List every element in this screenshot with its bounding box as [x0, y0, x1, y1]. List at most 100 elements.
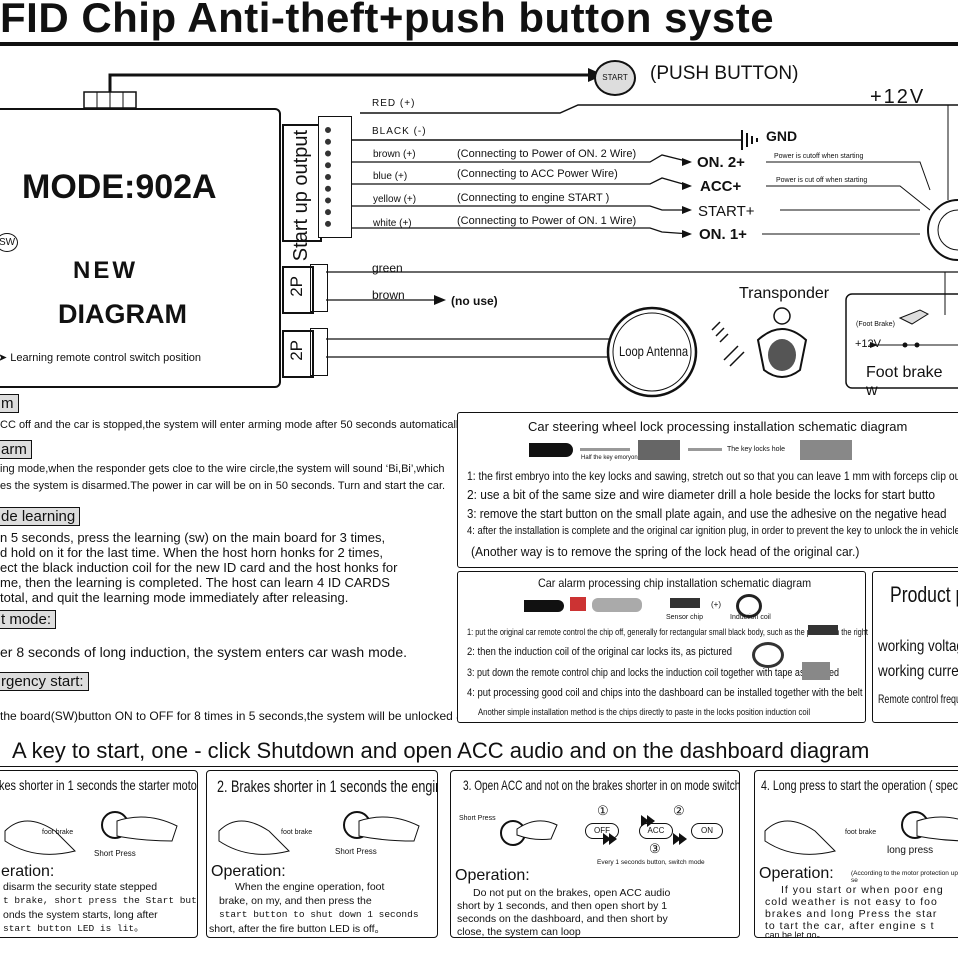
mode-num-1: ① — [597, 803, 609, 818]
section-head-learning: de learning — [0, 507, 81, 526]
alarm-panel-title: Car alarm processing chip installation s… — [538, 576, 812, 590]
wire-yellow-desc: (Connecting to engine START ) — [457, 192, 610, 204]
port-2p-bottom-label: 2P — [287, 340, 306, 361]
section-learning-line-2: d hold on it for the last time. When the… — [0, 545, 383, 560]
module-box — [0, 108, 281, 388]
step-4-op-note: (According to the motor protection up to… — [851, 870, 958, 884]
start-up-output-port: Start up output — [282, 124, 322, 261]
wire-blue-name: blue — [373, 171, 392, 182]
section-head-carwash: t mode: — [0, 610, 57, 629]
hand-press-icon — [116, 816, 178, 842]
hand-press-icon-3 — [516, 820, 558, 840]
wire-black-sign: (-) — [413, 126, 427, 137]
foot-brake-label: Foot brake w — [866, 364, 943, 399]
learn-switch-text: Learning remote control switch position — [10, 352, 202, 364]
alarm-cap-1: Sensor chip — [666, 614, 703, 621]
step-3-line-3: seconds on the dashboard, and then short… — [457, 913, 668, 925]
gnd-label: GND — [766, 128, 798, 144]
signal-icon — [711, 321, 729, 343]
mode-acc-pill: ACC — [639, 823, 673, 839]
yellow-wire — [348, 205, 690, 211]
key-lock-photo-icon — [638, 440, 680, 460]
step-2-line-3: start button to shut down 1 seconds — [219, 909, 419, 920]
arrows-icon-3 — [673, 833, 687, 845]
sensor-chip-icon — [670, 598, 700, 608]
loop-antenna-icon — [606, 306, 698, 398]
alarm-line-4: 4: put processing good coil and chips in… — [467, 687, 863, 699]
alarm-line-2: 2: then the induction coil of the origin… — [467, 646, 733, 658]
foot-brake-12v-label: +12V — [855, 338, 881, 350]
section-head-emergency: rgency start: — [0, 672, 89, 691]
connector-pins — [325, 127, 345, 227]
product-params-panel — [872, 571, 958, 723]
step-2-line-1: When the engine operation, foot — [235, 881, 385, 893]
cutoff-note-2: Power is cut off when starting — [776, 177, 868, 184]
alarm-line-1: 1: put the original car remote control t… — [467, 627, 868, 637]
step-1-box: kes shorter in 1 seconds the starter mot… — [0, 770, 198, 938]
mode-off-pill: OFF — [585, 823, 619, 839]
hand-press-icon-2 — [358, 816, 420, 842]
step-3-op-label: Operation: — [455, 867, 530, 884]
step-3-line-2: short by 1 seconds, and then open short … — [457, 900, 668, 912]
step-1-title: kes shorter in 1 seconds the starter mot… — [0, 777, 198, 793]
module-name: MODE:902A — [22, 168, 217, 206]
start-button-icon: START — [594, 60, 636, 96]
terminal-on2: ON. 2+ — [697, 154, 745, 171]
induction-coil-icon — [736, 594, 762, 618]
step-4-illustration — [764, 811, 958, 855]
loop-antenna-label: Loop Antenna — [619, 343, 689, 359]
key-hole-photo-icon — [800, 440, 852, 460]
alarm-line-3: 3: put down the remote control chip and … — [467, 667, 840, 679]
port-2p-bottom-pins — [310, 328, 328, 376]
wire-white-sign: (+) — [399, 218, 412, 229]
push-button-label: (PUSH BUTTON) — [650, 63, 799, 84]
wire-black-label: BLACK (-) — [372, 126, 427, 137]
wire-white-desc: (Connecting to Power of ON. 1 Wire) — [457, 215, 637, 227]
hand-press-icon-4 — [916, 816, 958, 842]
plus-12v-label: +12V — [870, 86, 926, 108]
wire-yellow-name: yellow — [373, 194, 401, 205]
foot-icon-2 — [218, 820, 290, 855]
pedal-icon — [898, 309, 930, 325]
alarm-hand-icon — [524, 600, 564, 612]
step-4-op-label: Operation: — [759, 865, 834, 882]
port-2p-top: 2P — [282, 266, 314, 314]
step-1-line-3: onds the system starts, long after — [3, 909, 158, 921]
wire-brown-sign: (+) — [403, 149, 416, 160]
section-arming-line-1: CC off and the car is stopped,the system… — [0, 419, 467, 431]
step-3-title: 3. Open ACC and not on the brakes shorte… — [463, 777, 740, 793]
section-learning-line-5: total, and quit the learning mode immedi… — [0, 590, 349, 605]
section-learning-line-4: me, then the learning is completed. The … — [0, 575, 390, 590]
key-blank-icon — [580, 448, 630, 451]
brown-wire — [348, 154, 691, 163]
product-remote: Remote control freque — [878, 692, 958, 706]
steering-panel-title: Car steering wheel lock processing insta… — [528, 419, 908, 434]
wire-red-label: RED (+) — [372, 98, 415, 109]
no-use-label: (no use) — [451, 294, 498, 308]
step-1-line-1: disarm the security state stepped — [3, 881, 158, 893]
ignition-switch-icon — [927, 199, 958, 261]
arrows-icon-1 — [603, 833, 617, 845]
section-head-arming: m — [0, 394, 19, 413]
section-learning-line-3: ect the black induction coil for the new… — [0, 560, 398, 575]
step-1-short-label: Short Press — [94, 849, 136, 858]
section-head-disarm: arm — [0, 440, 32, 459]
module-new-label: NEW — [73, 257, 138, 284]
bottom-title-rule — [0, 766, 958, 767]
key-blank-2-icon — [688, 448, 722, 451]
pushbutton-wire — [108, 73, 590, 92]
steering-line-1: 1: the first embryo into the key locks a… — [467, 469, 958, 483]
section-learning-line-1: n 5 seconds, press the learning (sw) on … — [0, 530, 386, 545]
step-4-title: 4. Long press to start the operation ( s… — [761, 777, 958, 793]
step-4-long-label: long press — [887, 845, 934, 856]
step-4-line-5: can be let go。 — [765, 930, 826, 938]
step-3-illustration — [500, 815, 687, 846]
step-2-title: 2. Brakes shorter in 1 seconds the engin… — [217, 777, 438, 796]
step-4-line-3: brakes and long Press the star — [765, 908, 938, 920]
wire-white-label: white (+) — [373, 218, 412, 229]
step-4-foot-label: foot brake — [845, 829, 877, 836]
wire-blue-sign: (+) — [394, 171, 408, 182]
foot-brake-box — [845, 293, 958, 389]
wire-blue-label: blue (+) — [373, 171, 407, 182]
learn-switch-label: ➤ Learning remote control switch positio… — [0, 351, 201, 364]
